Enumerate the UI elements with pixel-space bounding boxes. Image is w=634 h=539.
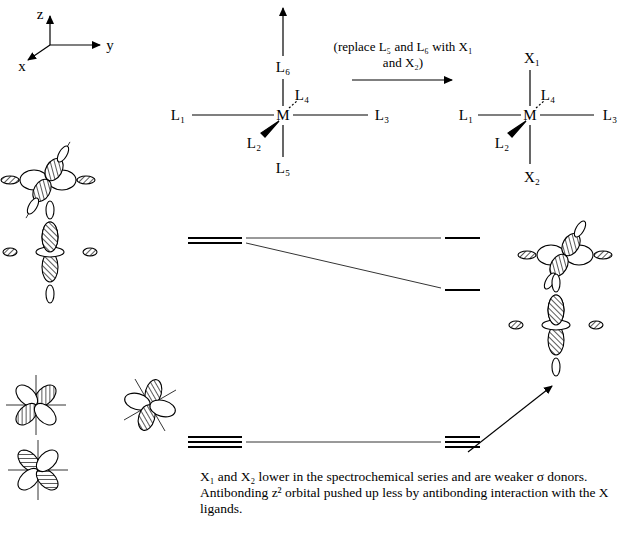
annotation: (replace L₅ and L₆ with X₁ and X₂) [333,39,473,71]
orbital-lobe [30,399,60,429]
metal-label: M [276,107,289,123]
ligand-label: L₆ [276,59,290,75]
axis-label: x [18,58,26,74]
orbital-lobe [46,285,54,303]
orbital-lobe [548,295,564,325]
orbital-lobe [594,251,612,259]
ligand-label: L₂ [247,135,261,151]
ligand-label: L₄ [295,87,309,103]
orbital-lobe [572,219,588,239]
orbital-lobe [83,248,97,256]
orbital-lobe [552,274,560,292]
orbital-lobe [3,248,17,256]
ligand-label: L₁ [171,107,185,123]
orbital-lobe [25,196,41,216]
orbital-lobe [589,321,603,329]
ligand-label: L₄ [541,87,555,103]
ligand-label: L₃ [603,107,617,123]
orbital-lobe [148,397,177,419]
ligand-label: L₂ [495,135,509,151]
orbital-lobe [42,222,58,252]
orbital-lobe [46,201,54,219]
ligand-label: L₁ [459,107,473,123]
note-text: X₁ and X₂ lower in the spectrochemical s… [200,469,630,517]
orbital-lobe [548,295,564,325]
axis-label: z [37,6,44,22]
ligand-label: L₅ [276,160,290,176]
orbital-lobe [42,222,58,252]
ligand-label: X₁ [524,50,540,66]
metal-label: M [523,107,536,123]
orbital-lobe [77,176,95,184]
orbital-lobe [509,321,523,329]
axis-label: y [106,37,114,53]
orbital-lobe [518,251,536,259]
orbital-lobe [1,176,19,184]
orbital-lobe [552,358,560,376]
ligand-label: L₃ [375,107,389,123]
ligand-label: X₂ [524,169,540,185]
orbital-lobe [32,446,62,476]
orbital-lobe [55,144,71,164]
